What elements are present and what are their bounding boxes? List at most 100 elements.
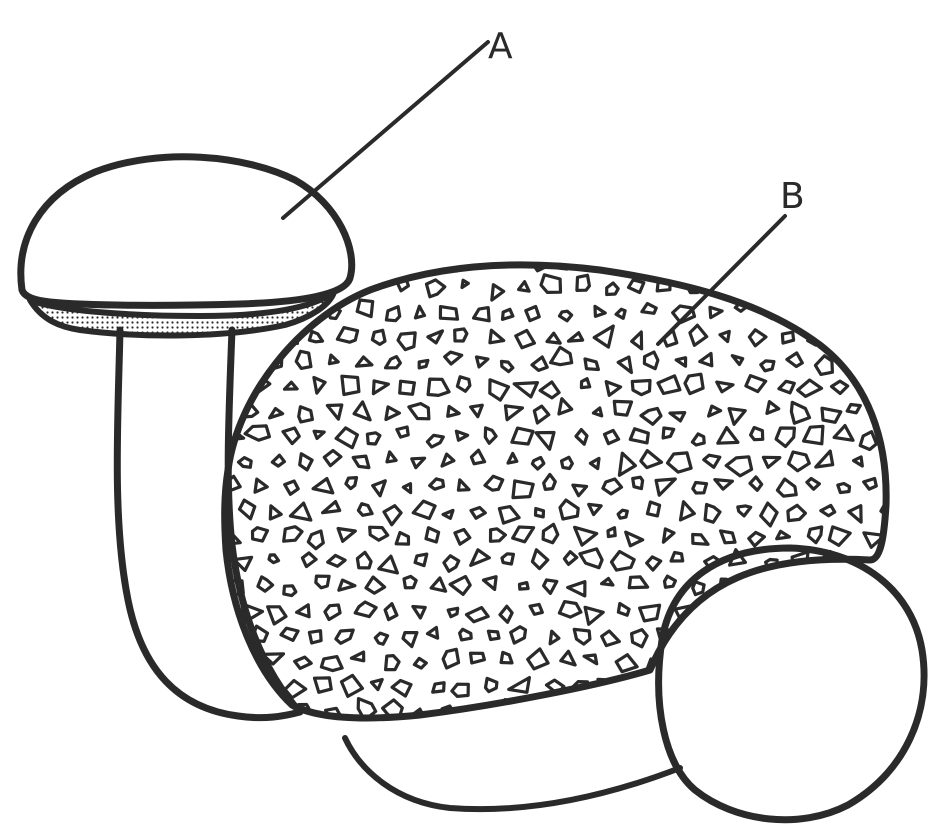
net-cell	[612, 552, 635, 571]
net-cell	[400, 381, 415, 394]
net-cell	[309, 631, 321, 643]
net-cell	[561, 651, 575, 665]
net-cell	[299, 407, 313, 422]
net-cell	[640, 605, 660, 621]
net-cell	[528, 649, 548, 669]
net-cell	[462, 280, 468, 287]
net-cell	[647, 502, 659, 516]
net-cell	[718, 428, 738, 444]
net-cell	[386, 407, 400, 420]
net-cell	[809, 283, 819, 291]
net-cell	[404, 576, 416, 587]
net-cell	[244, 702, 254, 715]
net-cell	[585, 607, 603, 624]
net-cell	[692, 434, 704, 445]
net-cell	[471, 653, 485, 663]
net-cell	[354, 402, 370, 420]
net-cell	[577, 275, 590, 290]
net-cell	[491, 529, 506, 542]
net-cell	[854, 457, 863, 466]
net-cell	[540, 382, 559, 398]
net-cell	[807, 479, 820, 490]
net-cell	[223, 627, 238, 639]
net-cell	[255, 479, 267, 492]
net-cell	[705, 505, 720, 523]
net-cell	[543, 524, 558, 542]
net-cell	[851, 354, 866, 369]
net-cell	[398, 333, 415, 350]
net-cell	[512, 428, 533, 444]
net-cell	[323, 502, 340, 513]
net-cell	[749, 532, 765, 546]
net-cell	[821, 603, 833, 615]
net-cell	[351, 652, 363, 661]
net-cell	[500, 606, 512, 622]
net-cell	[780, 584, 790, 593]
net-cell	[313, 479, 333, 493]
net-cell	[708, 657, 720, 669]
net-cell	[618, 357, 631, 373]
net-cell	[629, 280, 644, 293]
net-cell	[618, 604, 629, 616]
net-cell	[726, 457, 751, 476]
net-cell	[790, 654, 802, 668]
mushroom-stalk	[117, 330, 300, 718]
net-cell	[544, 474, 556, 489]
net-cell	[486, 678, 497, 691]
net-cell	[602, 579, 613, 586]
net-cell	[506, 406, 523, 420]
net-cell	[239, 458, 252, 468]
net-cell	[581, 379, 589, 388]
net-cell	[373, 481, 386, 496]
net-cell	[574, 629, 590, 644]
net-cell	[663, 428, 674, 438]
net-cell	[444, 556, 459, 572]
net-cell	[490, 330, 504, 343]
net-cell	[428, 627, 438, 638]
net-cell	[876, 305, 898, 321]
net-cell	[562, 457, 573, 468]
net-cell	[713, 678, 736, 695]
net-cell	[358, 504, 372, 516]
net-cell	[590, 706, 602, 716]
net-cell	[373, 381, 388, 394]
net-cell	[584, 655, 597, 664]
net-cell	[386, 357, 401, 368]
net-cell	[798, 380, 822, 396]
net-cell	[342, 376, 359, 394]
net-cell	[386, 307, 399, 321]
net-cell	[409, 404, 429, 419]
net-cell	[357, 300, 373, 317]
net-cell	[671, 553, 683, 562]
net-cell	[413, 607, 425, 619]
net-cell	[788, 505, 806, 520]
net-cell	[392, 681, 411, 697]
net-cell	[603, 479, 622, 494]
net-cell	[433, 683, 444, 692]
net-cell	[270, 506, 281, 519]
net-cell	[367, 433, 380, 444]
net-cell	[734, 654, 746, 669]
net-cell	[610, 707, 626, 722]
net-cell	[576, 430, 587, 445]
net-cell	[564, 698, 580, 715]
net-cell	[544, 580, 557, 594]
net-cell	[533, 704, 542, 715]
net-cell	[641, 408, 661, 424]
net-cell	[573, 485, 587, 496]
net-cell	[808, 527, 821, 543]
net-cell	[477, 357, 488, 367]
net-cell	[370, 527, 388, 540]
net-cell	[718, 630, 728, 639]
net-cell	[702, 253, 714, 267]
net-cell	[209, 608, 229, 622]
net-cell	[761, 361, 774, 371]
net-cell	[403, 484, 410, 493]
net-cell	[734, 702, 752, 719]
net-cell	[632, 332, 642, 349]
net-cell	[832, 381, 848, 393]
net-cell	[676, 358, 685, 367]
net-cell	[853, 311, 859, 320]
net-cell	[407, 258, 424, 273]
net-cell	[511, 627, 526, 643]
